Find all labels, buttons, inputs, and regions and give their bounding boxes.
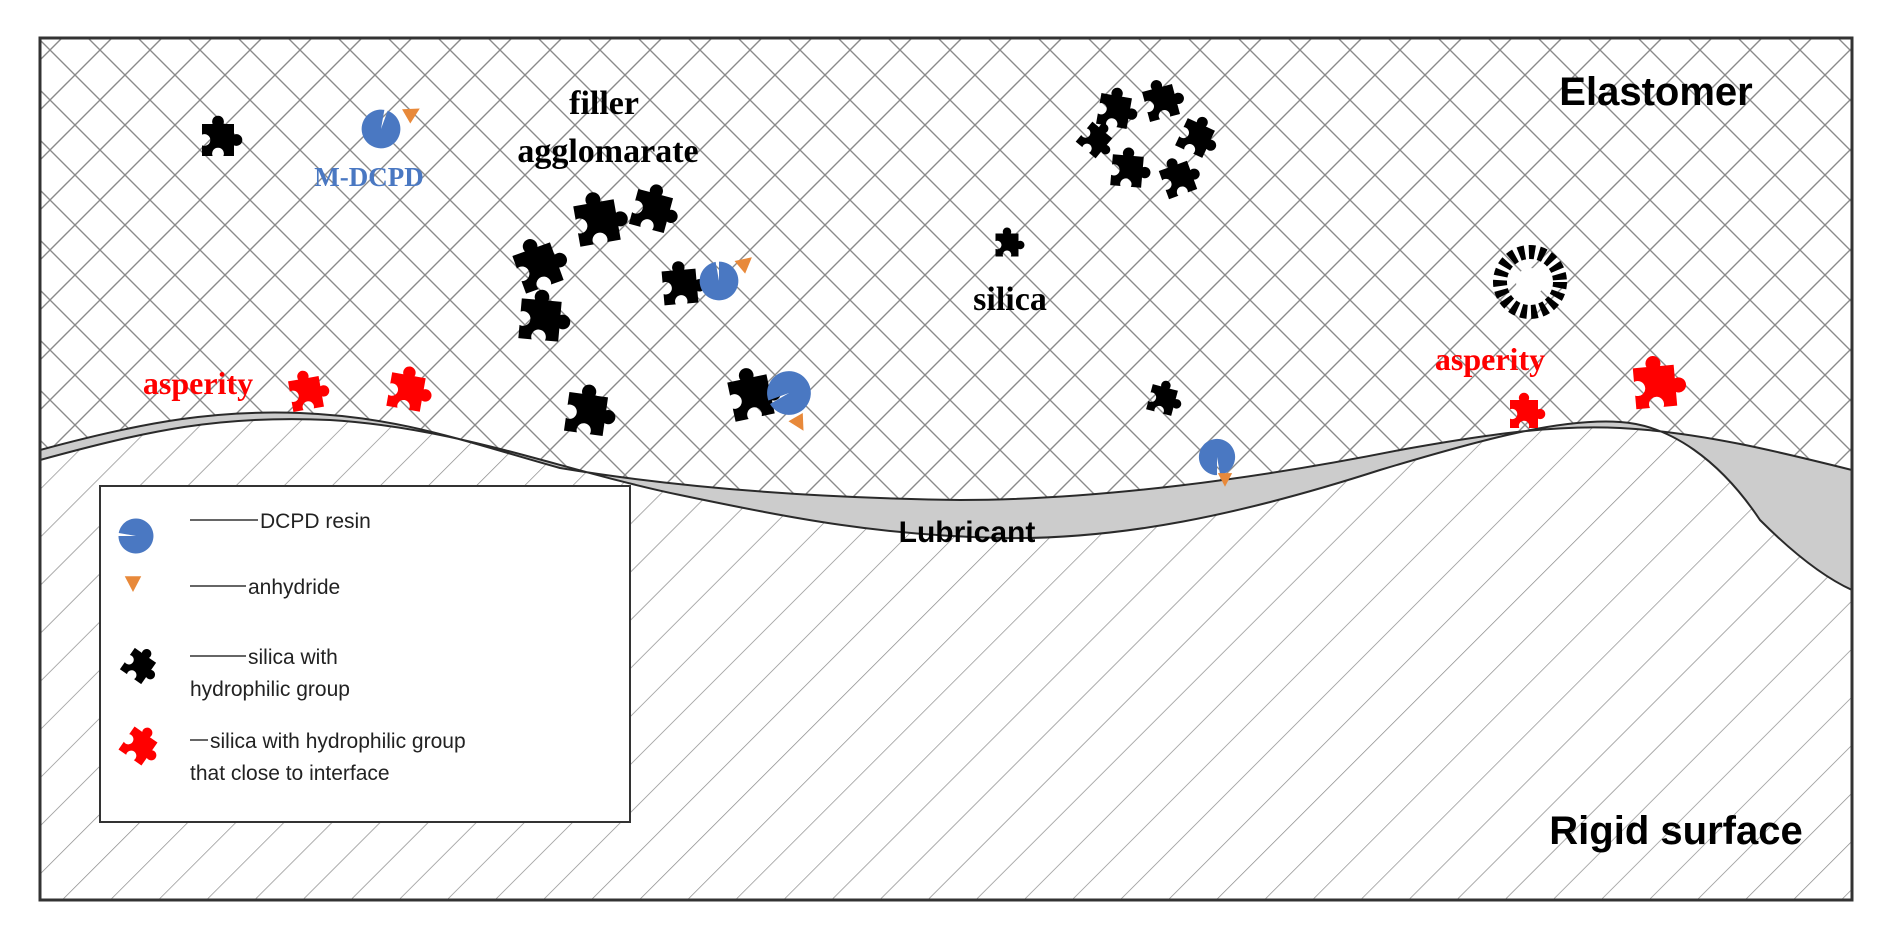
legend-interface-silica-label: silica with hydrophilic group that close… [190,730,471,785]
silica-small-ring-cluster [1493,245,1567,319]
asperity-label-left: asperity [143,365,253,401]
legend-box [99,485,631,823]
legend-anhydride-label: anhydride [248,576,340,599]
legend: DCPD resin anhydride silica with hydroph… [99,485,631,823]
lubricant-layer [40,411,1852,592]
elastomer-label: Elastomer [1559,70,1752,114]
lubricant-label: Lubricant [899,516,1036,549]
legend-silica-label: silica with hydrophilic group [190,646,350,701]
filler-agglomerate-label: filler agglomarate [517,85,698,170]
m-dcpd-label: M-DCPD [314,162,423,192]
rigid-surface-label: Rigid surface [1549,809,1802,853]
legend-dcpd-resin-label: DCPD resin [260,510,371,533]
silica-label: silica [973,281,1047,318]
asperity-label-right: asperity [1435,341,1545,377]
diagram-frame [38,36,1854,902]
